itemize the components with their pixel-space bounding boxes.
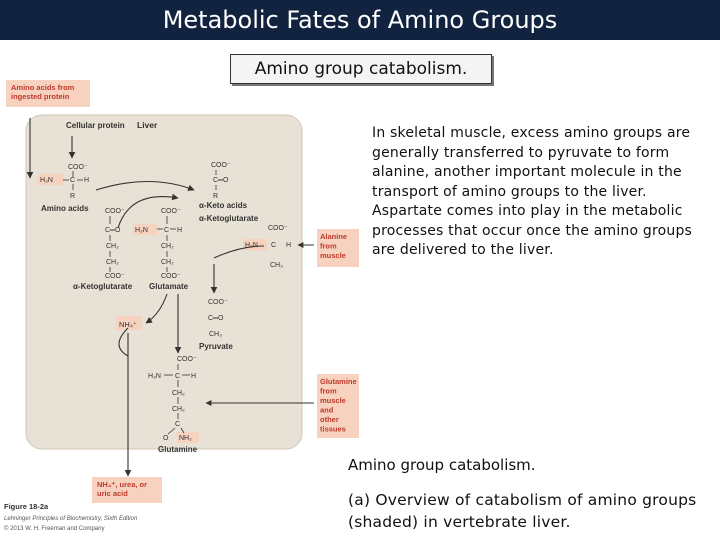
- ala-h: H: [286, 242, 291, 249]
- aa-h: H: [84, 177, 89, 184]
- gln-nh2: NH₂: [179, 435, 192, 442]
- caption-heading: Amino group catabolism.: [348, 456, 536, 474]
- ala-h3n: H₃N: [245, 242, 258, 249]
- ala-coo: COO⁻: [268, 225, 288, 232]
- gln-h3n: H₃N: [148, 373, 161, 380]
- figure-number-label: Figure 18-2a: [4, 502, 49, 511]
- pyruvate-label: Pyruvate: [199, 342, 233, 351]
- cellular-protein-label: Cellular protein: [66, 121, 125, 130]
- alpha-keto-acids-label: α-Keto acids: [199, 201, 248, 210]
- glu-ch2-a: CH₂: [161, 243, 174, 250]
- liver-label: Liver: [137, 120, 158, 130]
- glutamate-label: Glutamate: [149, 282, 189, 291]
- akg-coo-bottom: COO⁻: [105, 273, 125, 280]
- output-box: [92, 477, 162, 503]
- liver-shaded-region: [25, 114, 303, 450]
- gln-coo: COO⁻: [177, 356, 197, 363]
- ka-coo: COO⁻: [211, 162, 231, 169]
- aa-h3n: H₃N: [40, 177, 53, 184]
- ka-c-o: C═O: [213, 177, 229, 184]
- akg-c-o: C═O: [105, 227, 121, 234]
- ala-c: C: [271, 242, 276, 249]
- publisher-credit: © 2013 W. H. Freeman and Company: [4, 525, 104, 532]
- pyr-ch3: CH₃: [209, 331, 222, 338]
- gln-o: O: [163, 435, 169, 442]
- gln-c: C: [175, 373, 180, 380]
- ka-r: R: [213, 193, 218, 200]
- akg-ch2-a: CH₂: [106, 243, 119, 250]
- akg-coo-top: COO⁻: [105, 208, 125, 215]
- gln-h: H: [191, 373, 196, 380]
- body-paragraph: In skeletal muscle, excess amino groups …: [372, 125, 693, 258]
- glutamine-label: Glutamine: [158, 445, 198, 454]
- amino-acids-label: Amino acids: [41, 204, 89, 213]
- glu-ch2-b: CH₂: [161, 259, 174, 266]
- alanine-box: [317, 229, 359, 267]
- alpha-ketoglutarate-top-label: α-Ketoglutarate: [199, 214, 259, 223]
- pyr-c-o: C═O: [208, 315, 224, 322]
- caption-text: (a) Overview of catabolism of amino grou…: [348, 491, 697, 531]
- glu-coo-top: COO⁻: [161, 208, 181, 215]
- book-credit: Lehninger Principles of Biochemistry, Si…: [4, 516, 138, 522]
- slide-title: Metabolic Fates of Amino Groups: [0, 0, 720, 40]
- glu-coo-bottom: COO⁻: [161, 273, 181, 280]
- nh4-label: NH₄⁺: [119, 320, 137, 329]
- aa-c: C: [70, 177, 75, 184]
- pyr-coo: COO⁻: [208, 299, 228, 306]
- gln-c-amide: C: [175, 421, 180, 428]
- glu-c: C: [164, 227, 169, 234]
- glu-h: H: [177, 227, 182, 234]
- gln-ch2-b: CH₂: [172, 406, 185, 413]
- alpha-ketoglutarate-bottom-label: α-Ketoglutarate: [73, 282, 133, 291]
- aa-r: R: [70, 193, 75, 200]
- akg-ch2-b: CH₂: [106, 259, 119, 266]
- gln-ch2-a: CH₂: [172, 390, 185, 397]
- glu-h3n: H₃N: [135, 227, 148, 234]
- slide-subtitle: Amino group catabolism.: [230, 54, 492, 84]
- nh4-highlight: [116, 316, 142, 330]
- aa-coo: COO⁻: [68, 164, 88, 171]
- ala-ch3: CH₃: [270, 262, 283, 269]
- glutamine-box: [317, 374, 359, 438]
- input-box: [6, 80, 90, 107]
